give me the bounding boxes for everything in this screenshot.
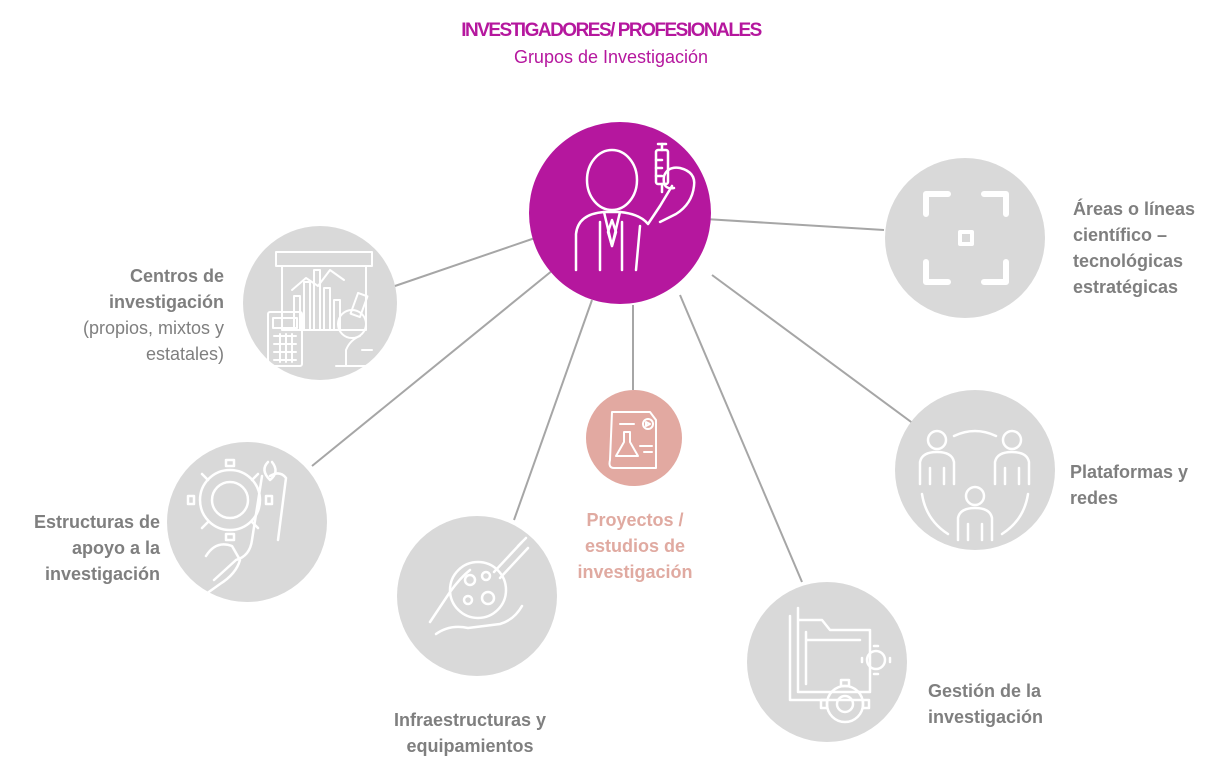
- label-areas-line2: científico –: [1073, 225, 1168, 245]
- label-plataformas: Plataformas y redes: [1070, 459, 1215, 511]
- diagram-subtitle: Grupos de Investigación: [513, 47, 709, 67]
- label-proyectos-line1: Proyectos /: [586, 510, 684, 530]
- node-gestion: [747, 582, 907, 742]
- label-infraestructuras-line1: Infraestructuras y: [393, 710, 547, 730]
- label-plataformas-line1: Plataformas y: [1070, 462, 1189, 482]
- label-infraestructuras: Infraestructuras y equipamientos: [365, 707, 575, 759]
- label-centros-line4: estatales): [145, 344, 224, 364]
- connector-estructuras: [311, 269, 554, 467]
- connector-infraestructuras: [513, 299, 593, 521]
- label-gestion-line1: Gestión de la: [928, 681, 1042, 701]
- connector-gestion: [679, 294, 803, 583]
- label-centros-line1: Centros de: [129, 266, 224, 286]
- label-estructuras-line2: apoyo a la: [71, 538, 160, 558]
- label-gestion: Gestión de la investigación: [928, 678, 1098, 730]
- document-flask-icon: [608, 411, 657, 469]
- people-network-icon: [918, 429, 1031, 542]
- label-proyectos-line3: investigación: [577, 562, 693, 582]
- label-centros-line2: investigación: [108, 292, 224, 312]
- gear-wrench-hand-icon: [186, 458, 288, 596]
- label-proyectos-line2: estudios de: [584, 536, 686, 556]
- connector-areas: [704, 218, 885, 231]
- focus-frame-icon: [923, 191, 1009, 285]
- label-areas-line4: estratégicas: [1073, 277, 1179, 297]
- label-centros-line3: (propios, mixtos y: [82, 318, 224, 338]
- connector-plataformas: [711, 274, 923, 431]
- label-gestion-line2: investigación: [928, 707, 1044, 727]
- researcher-syringe-icon: [574, 142, 696, 272]
- folder-gear-icon: [788, 606, 892, 724]
- node-proyectos: [586, 390, 682, 486]
- label-centros: Centros de investigación (propios, mixto…: [20, 263, 224, 367]
- chart-microscope-icon: [267, 251, 377, 367]
- label-infraestructuras-line2: equipamientos: [406, 736, 534, 756]
- connector-centros: [391, 237, 536, 288]
- label-areas-line3: tecnológicas: [1073, 251, 1184, 271]
- label-estructuras-line3: investigación: [44, 564, 160, 584]
- label-estructuras: Estructuras de apoyo a la investigación: [4, 509, 160, 587]
- node-estructuras: [167, 442, 327, 602]
- label-proyectos: Proyectos / estudios de investigación: [560, 507, 710, 585]
- node-areas: [885, 158, 1045, 318]
- label-areas: Áreas o líneas científico – tecnológicas…: [1073, 196, 1218, 300]
- label-estructuras-line1: Estructuras de: [33, 512, 160, 532]
- label-areas-line1: Áreas o líneas: [1073, 199, 1196, 219]
- connectors: [311, 218, 923, 583]
- diagram-title: INVESTIGADORES/ PROFESIONALES: [461, 20, 762, 41]
- label-plataformas-line2: redes: [1070, 488, 1119, 508]
- node-infraestructuras: [397, 516, 557, 676]
- petri-dish-hand-icon: [428, 536, 530, 636]
